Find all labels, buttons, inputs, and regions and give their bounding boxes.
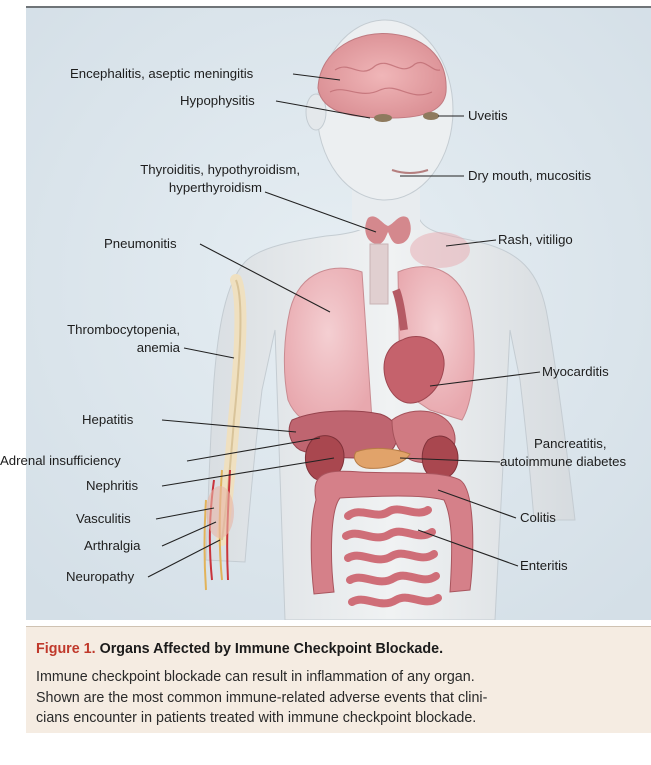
caption-line: Immune checkpoint blockade can result in… bbox=[36, 667, 646, 688]
eye-left bbox=[374, 114, 392, 122]
label-colitis: Colitis bbox=[520, 510, 556, 526]
label-hepatitis: Hepatitis bbox=[82, 412, 133, 428]
label-myocarditis: Myocarditis bbox=[542, 364, 609, 380]
anatomy-illustration bbox=[0, 0, 651, 620]
rash-area bbox=[410, 232, 470, 268]
kidney-left bbox=[422, 436, 458, 479]
caption-title: Figure 1. Organs Affected by Immune Chec… bbox=[36, 641, 443, 657]
label-nephritis: Nephritis bbox=[86, 478, 138, 494]
figure-number: Figure 1. bbox=[36, 641, 96, 657]
label-neuropathy: Neuropathy bbox=[66, 569, 134, 585]
label-thyroiditis-line1: Thyroiditis, hypothyroidism, bbox=[100, 162, 300, 178]
label-arthralgia: Arthralgia bbox=[84, 538, 140, 554]
label-pancreatitis-line1: Pancreatitis, bbox=[534, 436, 607, 452]
green-circle-marker bbox=[0, 318, 14, 384]
label-encephalitis: Encephalitis, aseptic meningitis bbox=[70, 66, 253, 82]
label-pancreatitis-line2: autoimmune diabetes bbox=[500, 454, 626, 470]
caption-title-text: Organs Affected by Immune Checkpoint Blo… bbox=[100, 641, 443, 657]
label-enteritis: Enteritis bbox=[520, 558, 568, 574]
caption-line: cians encounter in patients treated with… bbox=[36, 708, 646, 729]
lung-right bbox=[284, 268, 372, 430]
label-thyroiditis-line2: hyperthyroidism bbox=[100, 180, 262, 196]
label-thrombocytopenia-line2: anemia bbox=[20, 340, 180, 356]
figure-caption: Figure 1. Organs Affected by Immune Chec… bbox=[26, 626, 651, 733]
label-vasculitis: Vasculitis bbox=[76, 511, 131, 527]
label-dry-mouth: Dry mouth, mucositis bbox=[468, 168, 591, 184]
label-thrombocytopenia-line1: Thrombocytopenia, bbox=[20, 322, 180, 338]
label-hypophysitis: Hypophysitis bbox=[180, 93, 255, 109]
caption-body: Immune checkpoint blockade can result in… bbox=[36, 667, 646, 729]
label-pneumonitis: Pneumonitis bbox=[104, 236, 177, 252]
caption-line: Shown are the most common immune-related… bbox=[36, 688, 646, 709]
label-uveitis: Uveitis bbox=[468, 108, 508, 124]
label-rash: Rash, vitiligo bbox=[498, 232, 573, 248]
eye-right bbox=[423, 112, 439, 120]
label-adrenal-insufficiency: Adrenal insufficiency bbox=[0, 453, 121, 469]
